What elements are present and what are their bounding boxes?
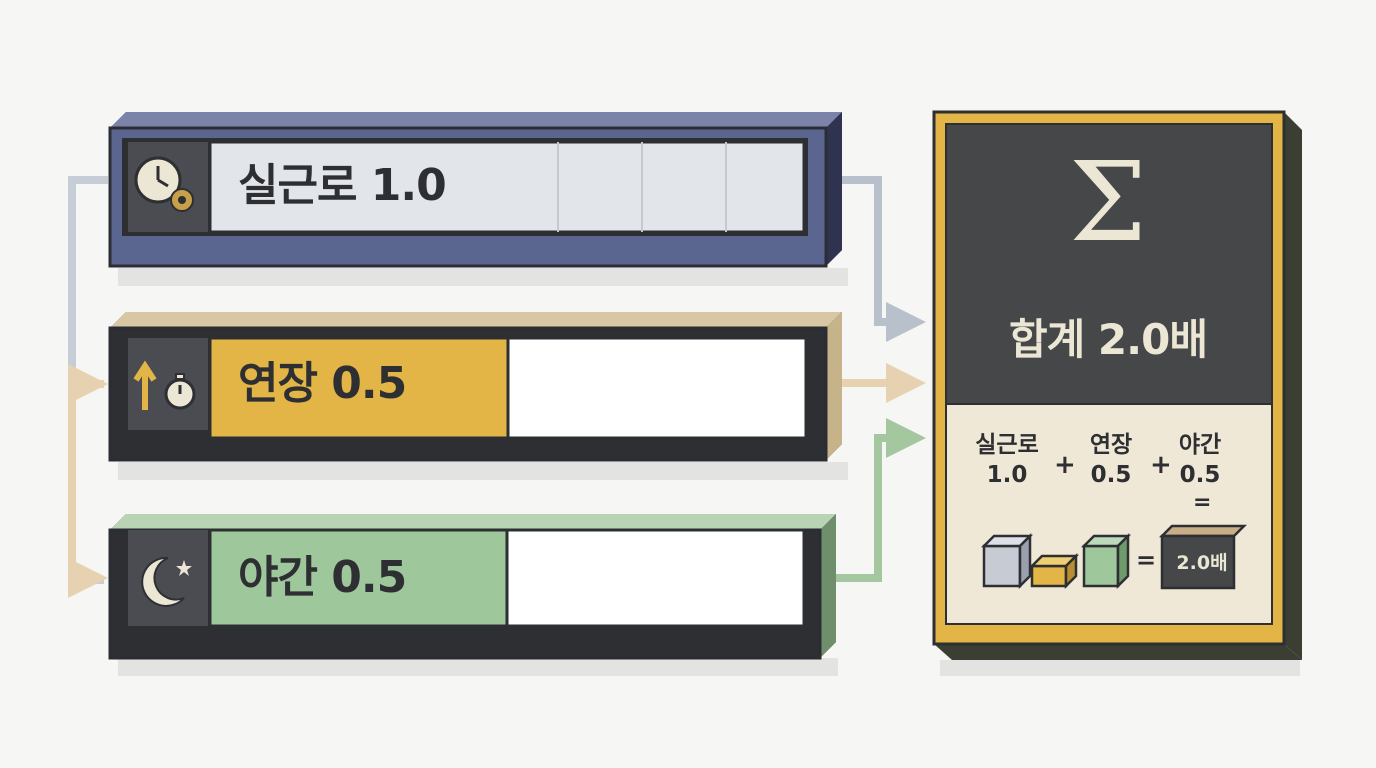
cube-overtime xyxy=(1028,552,1080,590)
equals-sign: = xyxy=(1136,546,1157,574)
plus-sign: + xyxy=(1054,450,1076,480)
arrow-up-stopwatch-icon xyxy=(133,360,196,410)
formula-term-night: 야간 0.5 xyxy=(1168,430,1232,490)
clock-gear-icon xyxy=(134,156,194,212)
bar-fill-overtime xyxy=(210,338,510,438)
bar-fill-segment xyxy=(210,142,804,232)
arrow-night-to-total xyxy=(836,418,926,582)
row-night xyxy=(108,514,836,660)
formula-term-value: 0.5 xyxy=(1179,462,1221,488)
formula-term-label: 실근로 xyxy=(975,432,1039,458)
row-label-overtime: 연장 0.5 xyxy=(238,358,407,409)
row-shadow xyxy=(118,462,848,480)
formula-term-actual: 실근로 1.0 xyxy=(968,430,1046,490)
formula-term-overtime: 연장 0.5 xyxy=(1076,430,1146,490)
arrow-actual-to-total xyxy=(842,176,926,342)
bar-fill-night xyxy=(210,530,509,626)
bar-fill-actual xyxy=(210,142,804,232)
row-shadow xyxy=(118,268,848,286)
cube-actual xyxy=(980,532,1034,590)
row-label-actual: 실근로 1.0 xyxy=(238,160,447,211)
total-panel xyxy=(932,110,1302,660)
formula-term-label: 연장 xyxy=(1089,432,1133,458)
row-shadow xyxy=(118,658,838,676)
total-title: 합계 2.0배 xyxy=(1009,315,1208,364)
moon-star-icon xyxy=(141,556,192,607)
formula-term-value: 0.5 xyxy=(1090,462,1132,488)
sigma-symbol: Σ xyxy=(1069,138,1147,266)
equals-sign-top: = xyxy=(1193,490,1212,515)
panel-shadow xyxy=(940,660,1300,676)
row-actual-work xyxy=(108,112,842,268)
result-box xyxy=(1158,524,1248,590)
result-value: 2.0배 xyxy=(1176,552,1228,574)
formula-term-value: 1.0 xyxy=(986,462,1028,488)
cube-night xyxy=(1080,532,1132,590)
row-overtime xyxy=(108,312,842,462)
plus-sign: + xyxy=(1150,450,1172,480)
formula-term-label: 야간 xyxy=(1178,432,1222,458)
bar-fill-segment xyxy=(210,530,507,626)
row-label-night: 야간 0.5 xyxy=(238,552,407,603)
bar-fill-segment xyxy=(210,338,508,438)
